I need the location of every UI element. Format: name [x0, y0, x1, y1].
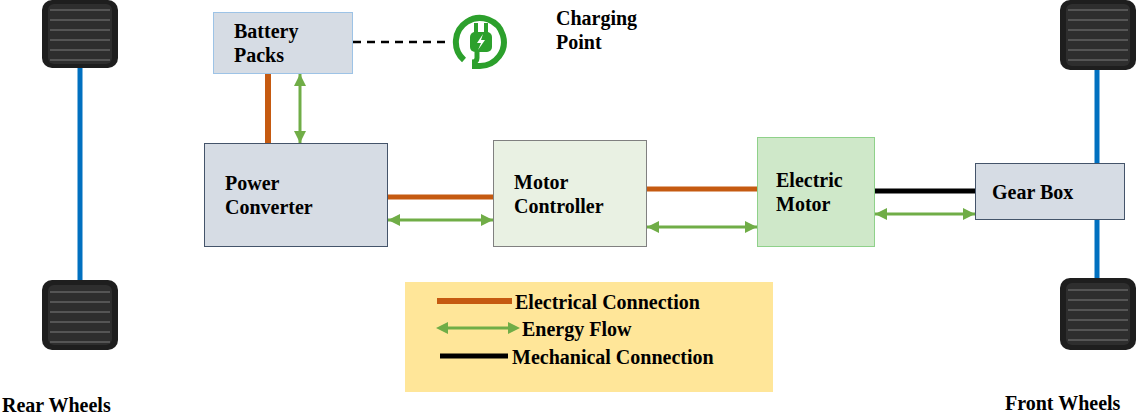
energy-flow-arrow [388, 219, 493, 222]
process-box: Electric Motor [757, 137, 875, 247]
legend-sample-mechanical [440, 354, 508, 359]
box-label: Gear Box [992, 180, 1073, 204]
rear-axle [78, 60, 83, 290]
connection-line [875, 189, 975, 194]
charging-point: Charging Point [450, 12, 680, 72]
connection-line [388, 195, 493, 200]
charging-icon [450, 12, 510, 72]
legend-sample-energy [436, 322, 520, 334]
energy-flow-arrow [875, 213, 975, 216]
process-box: Motor Controller [493, 140, 647, 247]
legend-text: Electrical Connection [515, 290, 700, 314]
wheel-label: Front Wheels [1005, 391, 1120, 415]
tire [1060, 278, 1136, 350]
energy-flow-arrow [647, 226, 757, 229]
box-label: Power Converter [225, 171, 345, 219]
tire [42, 280, 118, 350]
tire [1060, 0, 1136, 70]
energy-flow-arrow [299, 74, 302, 143]
charging-label: Charging Point [556, 6, 676, 54]
connection-line [647, 187, 757, 192]
process-box: Power Converter [204, 143, 388, 247]
box-label: Motor Controller [514, 170, 624, 218]
legend-text: Energy Flow [522, 317, 631, 341]
wheel-label: Rear Wheels [2, 393, 111, 417]
connection-line [353, 41, 450, 44]
legend-text: Mechanical Connection [512, 345, 714, 369]
box-label: Electric Motor [776, 168, 866, 216]
connection-line [265, 74, 271, 143]
box-label: Battery Packs [234, 19, 324, 67]
legend-panel [405, 282, 773, 392]
legend-sample-electrical [437, 298, 512, 304]
process-box: Gear Box [975, 163, 1125, 220]
battery-box: Battery Packs [213, 12, 353, 74]
tire [42, 0, 118, 68]
